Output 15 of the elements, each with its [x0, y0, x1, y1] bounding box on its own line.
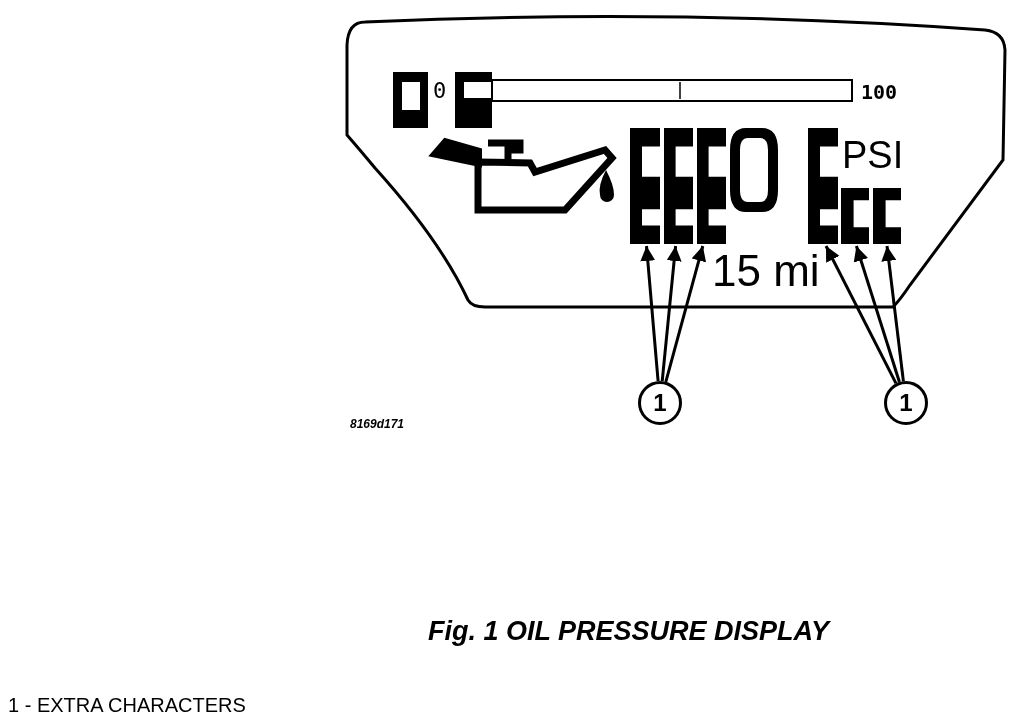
leader-arrow: [664, 245, 707, 383]
display-label: PSI: [842, 136, 904, 174]
display-label: 8169d171: [350, 418, 405, 430]
callout-number: 1: [638, 381, 682, 425]
figure-caption: Fig. 1 OIL PRESSURE DISPLAY: [428, 616, 830, 647]
leader-arrow: [881, 245, 905, 382]
display-label: 1 - EXTRA CHARACTERS: [8, 695, 246, 715]
leader-arrow: [660, 245, 682, 382]
leader-arrow: [640, 245, 660, 382]
leader-arrow: [824, 245, 898, 385]
display-label: 0: [433, 80, 447, 102]
display-label: 15 mi: [712, 249, 820, 293]
leader-arrow: [853, 245, 901, 383]
display-label: 100: [861, 82, 898, 102]
callout-number: 1: [884, 381, 928, 425]
